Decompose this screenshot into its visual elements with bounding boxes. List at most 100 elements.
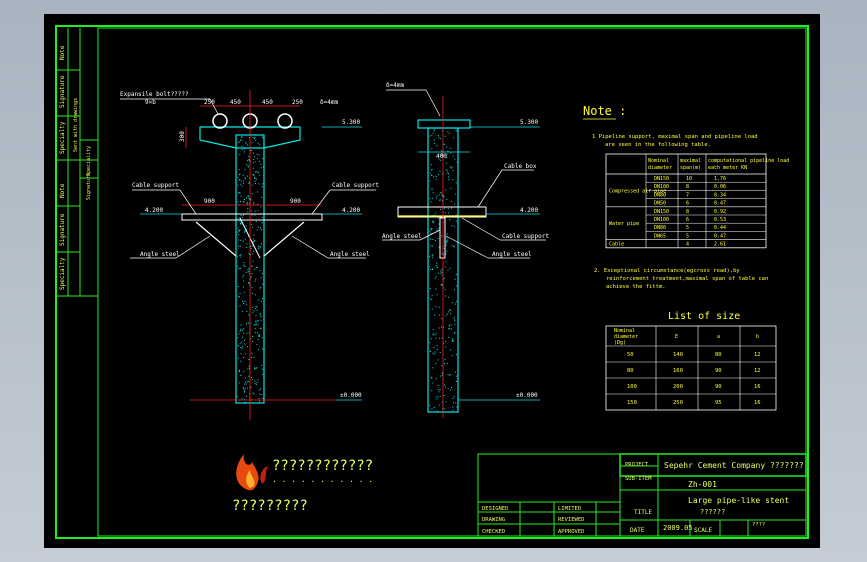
hatch-dot	[244, 168, 246, 170]
table1-cell: 0.06	[714, 184, 726, 190]
hatch-dot	[253, 250, 254, 252]
hatch-dot	[449, 374, 450, 376]
hatch-dot	[432, 197, 434, 199]
note-item-2b: reinforcement treatment,maximal span of …	[606, 276, 768, 282]
hatch-dot	[443, 277, 445, 279]
hatch-dot	[446, 250, 448, 252]
strip-label-note: Note	[59, 45, 66, 60]
hatch-dot	[238, 229, 240, 231]
hatch-dot	[441, 401, 443, 403]
hatch-dot	[239, 343, 241, 345]
hatch-dot	[240, 353, 242, 355]
hatch-dot	[447, 388, 449, 390]
hatch-dot	[245, 225, 247, 227]
hatch-dot	[439, 199, 441, 201]
side-elevation-view[interactable]: δ=4mm 5.300 4.200 ±0.000 400 Cable box A…	[382, 82, 549, 418]
hatch-dot	[239, 296, 240, 298]
hatch-dot	[243, 264, 245, 266]
hatch-dot	[237, 142, 239, 144]
table1-cell: DN100	[654, 184, 669, 190]
hatch-dot	[431, 148, 433, 150]
label-designed: DESIGNED	[482, 506, 509, 512]
hatch-dot	[429, 172, 431, 174]
hatch-dot	[439, 154, 441, 156]
hatch-dot	[258, 174, 260, 176]
front-elevation-view[interactable]: Expansile bolt????? 9×b 250 450 450 250 …	[120, 90, 379, 420]
hatch-dot	[452, 179, 454, 181]
hatch-dot	[440, 375, 442, 377]
table2-cell: 250	[673, 400, 683, 406]
hatch-dot	[448, 296, 450, 298]
hatch-dot	[244, 231, 245, 233]
hatch-dot	[239, 330, 241, 332]
hatch-dot	[435, 363, 437, 365]
table1-cell: 0.53	[714, 217, 726, 223]
hatch-dot	[454, 303, 456, 305]
hatch-dot	[247, 346, 248, 348]
hatch-dot	[262, 368, 263, 370]
hatch-dot	[438, 391, 440, 393]
hatch-dot	[431, 168, 433, 170]
table1-cell: 6	[686, 201, 689, 207]
hatch-dot	[239, 141, 241, 143]
hatch-dot	[429, 135, 431, 137]
hatch-dot	[435, 197, 437, 199]
hatch-dot	[455, 214, 457, 216]
hatch-dot	[451, 340, 453, 342]
hatch-dot	[251, 265, 253, 267]
hatch-dot	[429, 404, 431, 406]
hatch-dot	[445, 346, 447, 348]
hatch-dot	[262, 397, 264, 399]
label-project: PROJECT	[625, 462, 649, 468]
hatch-dot	[439, 395, 441, 397]
hatch-dot	[262, 373, 264, 375]
drawing-canvas[interactable]	[44, 14, 820, 548]
label-angle-steel-right: Angle steel	[330, 251, 370, 258]
hatch-dot	[430, 245, 432, 247]
hatch-dot	[242, 276, 244, 278]
hatch-dot	[452, 340, 454, 342]
hatch-dot	[443, 196, 445, 198]
table1-cell: 0.47	[714, 233, 726, 239]
hatch-dot	[451, 245, 453, 247]
hatch-dot	[247, 208, 249, 210]
hatch-dot	[256, 171, 258, 173]
hatch-dot	[253, 234, 255, 236]
hatch-dot	[453, 396, 455, 398]
hatch-dot	[238, 169, 240, 171]
hatch-dot	[243, 274, 245, 276]
hatch-dot	[248, 314, 250, 316]
hatch-dot	[259, 143, 261, 145]
hatch-dot	[441, 318, 443, 320]
hatch-dot	[256, 309, 258, 311]
hatch-dot	[438, 272, 440, 274]
hatch-dot	[441, 194, 443, 196]
hatch-dot	[256, 191, 258, 193]
elev-5300-right: 5.300	[520, 119, 538, 126]
hatch-dot	[436, 262, 438, 264]
hatch-dot	[257, 172, 259, 174]
hatch-dot	[243, 200, 245, 202]
hatch-dot	[447, 208, 449, 210]
hatch-dot	[242, 301, 244, 302]
hatch-dot	[433, 139, 435, 141]
hatch-dot	[432, 334, 434, 336]
hatch-dot	[244, 343, 246, 345]
hatch-dot	[253, 324, 255, 326]
pipe-circle-1	[212, 113, 228, 129]
table1-header: span(m)	[680, 165, 701, 171]
hatch-dot	[449, 219, 451, 221]
hatch-dot	[248, 160, 250, 161]
hatch-dot	[432, 132, 434, 134]
hatch-dot	[431, 188, 433, 190]
hatch-dot	[431, 408, 433, 410]
hatch-dot	[444, 358, 446, 360]
hatch-dot	[240, 215, 242, 216]
hatch-dot	[255, 171, 256, 173]
hatch-dot	[240, 180, 242, 182]
hatch-dot	[241, 310, 243, 312]
hatch-dot	[444, 384, 446, 386]
elevation-marks	[140, 126, 362, 401]
hatch-dot	[261, 196, 263, 198]
